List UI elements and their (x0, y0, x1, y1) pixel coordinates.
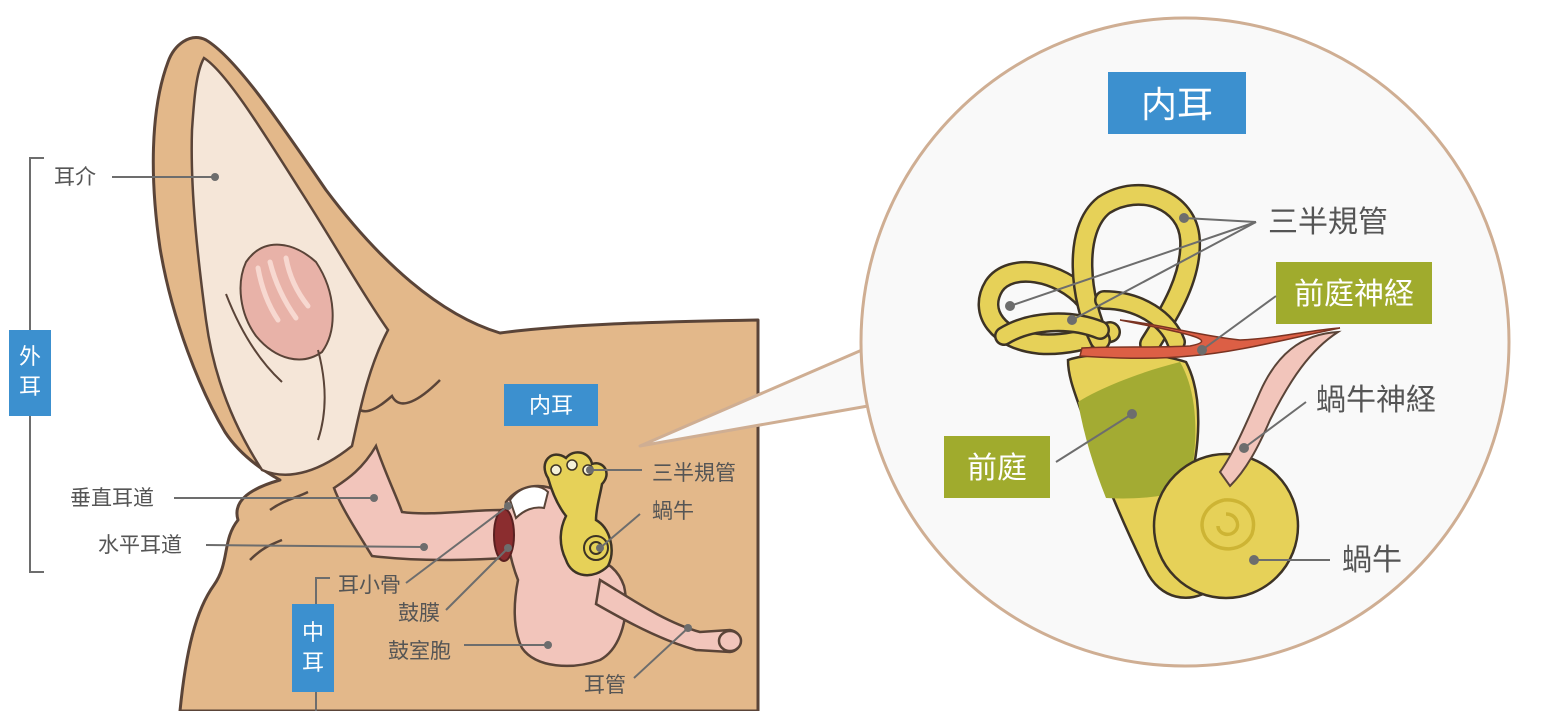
label-vertical-canal: 垂直耳道 (70, 486, 154, 510)
eustachian-opening (717, 629, 743, 653)
label-ossicles: 耳小骨 (338, 573, 401, 597)
left-labels: 耳介 垂直耳道 水平耳道 耳小骨 鼓膜 鼓室胞 耳管 三半規管 蝸牛 (54, 165, 736, 697)
zoom-cochlea (1152, 452, 1300, 600)
zoom-title-box: 内耳 (1108, 72, 1246, 134)
label-tympanic-bulla: 鼓室胞 (388, 639, 451, 663)
ossicles (508, 485, 550, 520)
zoom-inner-ear (977, 183, 1342, 600)
ear-canal (332, 442, 508, 562)
outer-ear-box-char-1: 外 (19, 345, 41, 370)
middle-ear-box-char-2: 耳 (302, 651, 324, 676)
zoom-cochlear-nerve (1218, 330, 1342, 488)
pinna-rim-lines (225, 293, 326, 441)
zoom-label-semicircular-canals: 三半規管 (1268, 205, 1388, 240)
zoom-title: 内耳 (1141, 85, 1213, 126)
zoom-vestibular-nerve (1079, 319, 1341, 360)
inner-ear-box-small-text: 内耳 (529, 394, 573, 419)
zoom-label-cochlea: 蝸牛 (1342, 543, 1402, 578)
label-horizontal-canal: 水平耳道 (98, 533, 182, 557)
pinna-fold-ridges (255, 255, 311, 323)
zoom-wedge-seam-cover (864, 352, 880, 404)
label-cochlea-small: 蝸牛 (652, 499, 694, 523)
outer-ear-box-char-2: 耳 (19, 375, 41, 400)
small-inner-ear (543, 451, 613, 577)
outer-ear-box: 外 耳 (9, 330, 51, 416)
zoom-label-vestibular-nerve: 前庭神経 (1294, 277, 1414, 312)
middle-ear-box-char-1: 中 (302, 621, 324, 646)
middle-ear-box: 中 耳 (292, 604, 334, 692)
label-pinna: 耳介 (54, 165, 96, 189)
label-semicircular-canals-small: 三半規管 (652, 461, 736, 485)
inner-ear-box-small: 内耳 (504, 384, 598, 426)
ear-cross-section (151, 36, 760, 711)
zoom-label-cochlear-nerve: 蝸牛神経 (1316, 383, 1436, 418)
zoom-labels: 三半規管 前庭神経 蝸牛神経 前庭 蝸牛 (944, 205, 1436, 578)
zoom-cochlea-spiral (1200, 498, 1256, 551)
hair-tufts-2 (249, 490, 309, 561)
zoom-label-vestibule: 前庭 (967, 451, 1027, 486)
zoom-vestibule-green (1078, 362, 1196, 499)
label-eustachian-tube: 耳管 (584, 673, 626, 697)
label-eardrum: 鼓膜 (398, 601, 440, 625)
